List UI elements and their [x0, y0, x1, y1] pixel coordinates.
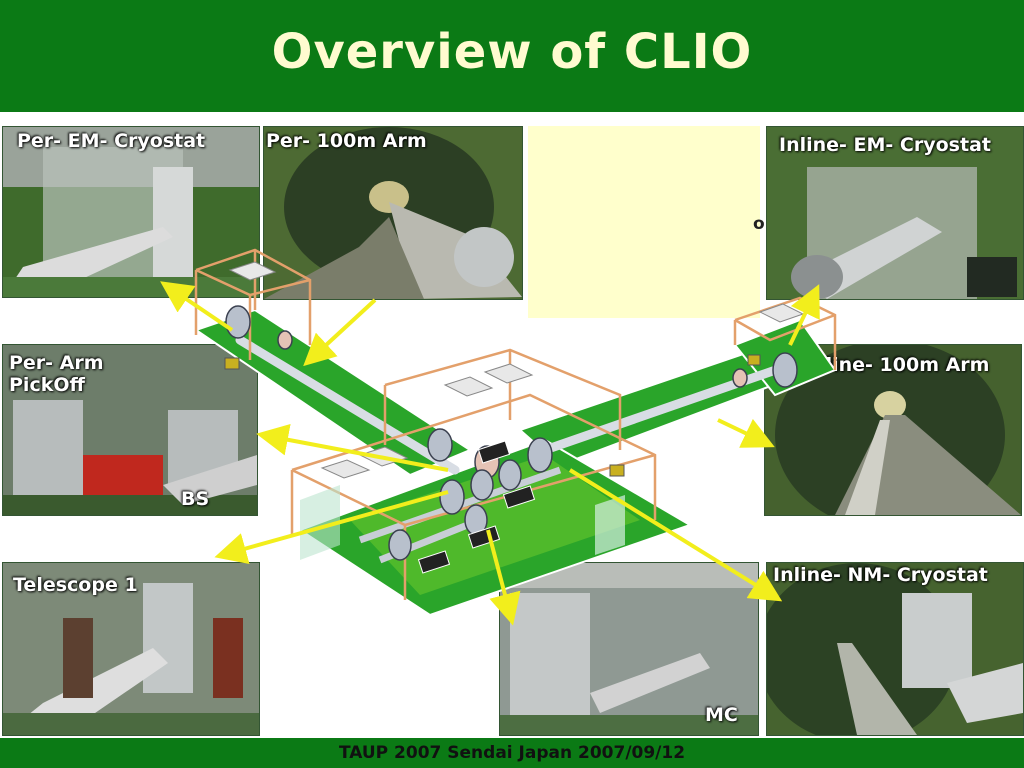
header-divider: [0, 112, 1024, 118]
photo-inline-100m-arm: Inline- 100m Arm: [764, 344, 1022, 516]
photo-caption: Inline- EM- Cryostat: [779, 134, 991, 156]
per-arm-pipe: [235, 335, 460, 475]
lab-photo-image: [3, 563, 259, 735]
photo-caption: Inline- 100m Arm: [805, 354, 990, 376]
glass-pane: [595, 495, 625, 555]
photo-mc: MC: [499, 562, 759, 736]
footer-text: TAUP 2007 Sendai Japan 2007/09/12: [338, 743, 686, 763]
telescope-pipe: [378, 516, 482, 564]
photo-caption: Per- Arm PickOff: [9, 352, 104, 396]
slide-title: Overview of CLIO: [271, 24, 753, 80]
photo-per-em-cryostat: Per- EM- Cryostat: [2, 126, 260, 298]
photo-inline-nm-cryostat: Inline- NM- Cryostat: [766, 562, 1024, 736]
photo-caption: Telescope 1: [13, 574, 138, 596]
control-boards: [417, 440, 536, 574]
note-box: [528, 126, 760, 318]
photo-caption: MC: [705, 704, 738, 726]
glass-pane: [300, 485, 340, 560]
mc-pipe: [358, 466, 562, 544]
note-fragment: o: [753, 214, 765, 234]
inline-arm-platform: [518, 343, 802, 467]
photo-per-100m-arm: Per- 100m Arm: [263, 126, 523, 300]
photo-telescope-1: Telescope 1: [2, 562, 260, 736]
inline-arm-pipe: [540, 360, 795, 455]
arrow-to-inline-em-cryostat: [788, 284, 820, 346]
tunnel-photo-image: [767, 127, 1023, 299]
footer-bar: TAUP 2007 Sendai Japan 2007/09/12: [0, 738, 1024, 768]
arrow-to-telescope-1: [214, 490, 449, 565]
vacuum-chambers: [225, 305, 798, 561]
tunnel-photo-image: [767, 563, 1023, 735]
junction-boxes: [224, 354, 761, 477]
photo-caption: Per- 100m Arm: [266, 130, 427, 152]
photo-inline-em-cryostat: Inline- EM- Cryostat: [766, 126, 1024, 300]
photo-caption: Per- EM- Cryostat: [17, 130, 206, 152]
tunnel-photo-image: [765, 345, 1021, 515]
arrow-to-per-100m-arm: [303, 298, 377, 367]
arrow-to-inline-100m-arm: [717, 418, 775, 448]
photo-caption: Inline- NM- Cryostat: [773, 564, 988, 586]
title-bar: Overview of CLIO: [0, 0, 1024, 112]
arrow-to-per-arm-pickoff: [256, 423, 449, 472]
photo-per-arm-pickoff: Per- Arm PickOff BS: [2, 344, 258, 516]
photo-caption-bs: BS: [181, 488, 210, 510]
